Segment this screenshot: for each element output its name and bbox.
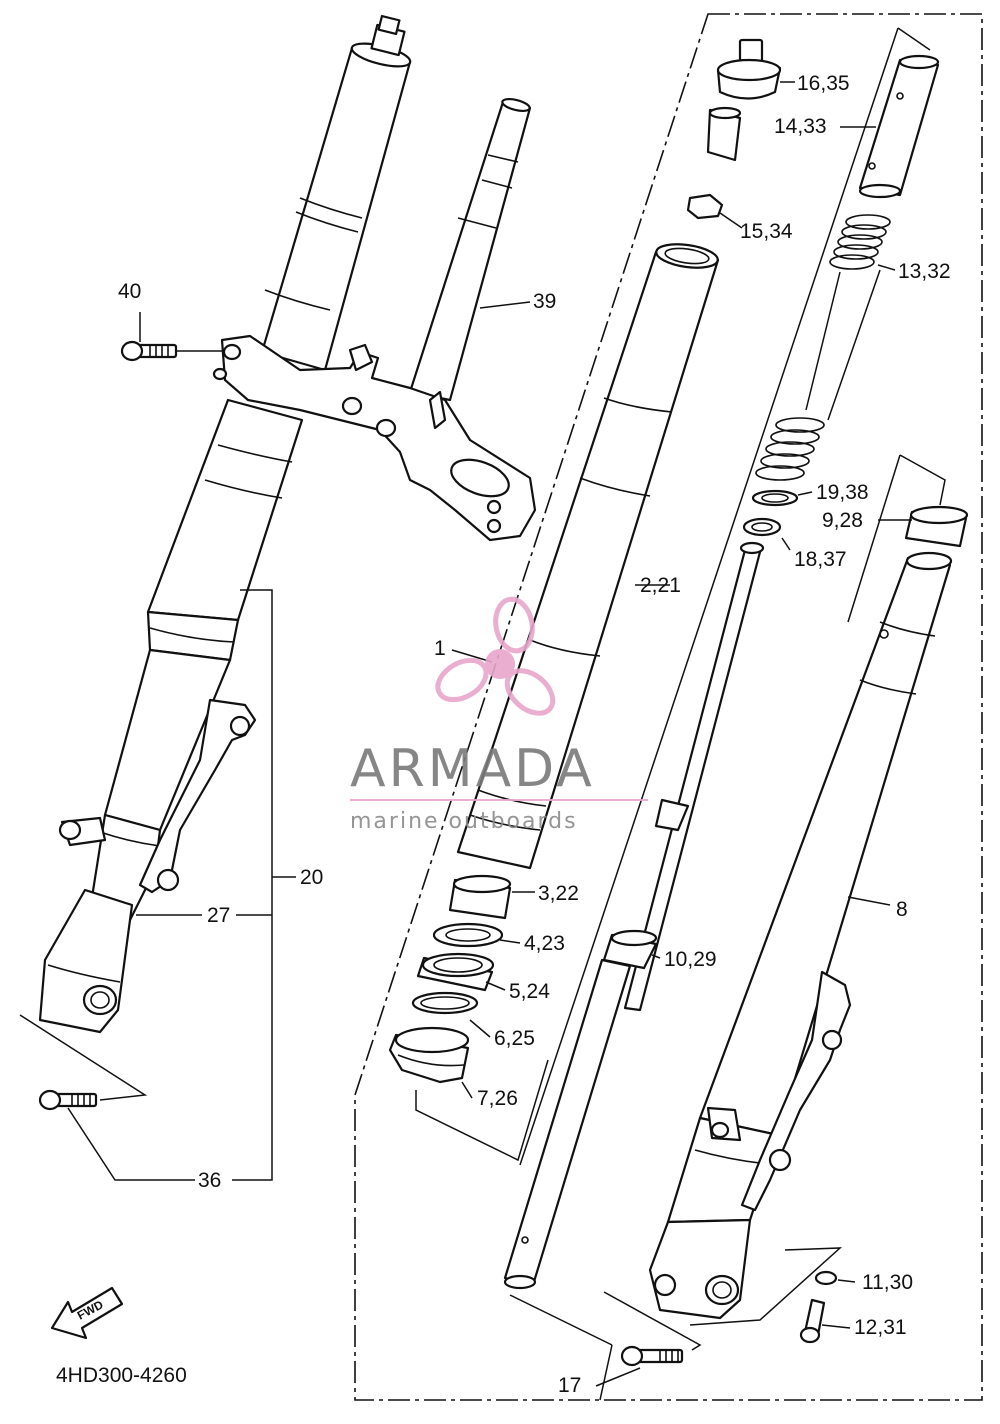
callout-9-28: 9,28	[822, 509, 863, 532]
fwd-arrow-icon: FWD	[50, 1286, 124, 1340]
leader-lines	[19, 27, 946, 1401]
cap-bolt-16-35	[706, 38, 782, 162]
washer-4-23	[432, 922, 504, 948]
oil-seal-5-24	[416, 952, 495, 992]
callout-3-22: 3,22	[538, 882, 579, 905]
washer-19-38	[751, 489, 799, 507]
clip-6-25	[411, 991, 479, 1015]
callout-15-34: 15,34	[740, 220, 793, 243]
callout-40: 40	[118, 280, 141, 303]
callout-labels: 40 39 20 27 36 1 2,21 3,22 4,23 5,24 6,2…	[56, 72, 951, 1397]
callout-7-26: 7,26	[477, 1087, 518, 1110]
callout-13-32: 13,32	[898, 260, 951, 283]
outer-tube-8	[648, 551, 953, 1320]
callout-20: 20	[300, 866, 323, 889]
inner-tube-2-21	[456, 243, 720, 870]
callout-1: 1	[434, 637, 446, 660]
callout-10-29: 10,29	[664, 948, 717, 971]
bolt-36	[38, 1089, 98, 1111]
callout-2-21: 2,21	[640, 574, 681, 597]
callout-5-24: 5,24	[509, 980, 550, 1003]
nut-15-34	[686, 193, 724, 220]
callout-12-31: 12,31	[854, 1316, 907, 1339]
spacer-14-33	[858, 54, 940, 199]
callout-8: 8	[896, 898, 908, 921]
dashed-assembly-frame	[354, 13, 983, 1401]
callout-27: 27	[207, 904, 230, 927]
bush-3-22	[448, 874, 512, 920]
callout-19-38: 19,38	[816, 481, 869, 504]
callout-6-25: 6,25	[494, 1027, 535, 1050]
watermark-brand: ARMADA	[350, 739, 595, 799]
dust-seal-7-26	[388, 1026, 470, 1084]
callout-39: 39	[533, 290, 556, 313]
watermark-tagline: marine outboards	[350, 809, 578, 834]
part-code: 4HD300-4260	[56, 1364, 187, 1387]
ring-18-37	[742, 517, 782, 537]
callout-18-37: 18,37	[794, 548, 847, 571]
assembled-fork-left	[38, 14, 537, 1034]
bolt-17	[620, 1345, 684, 1367]
callout-36: 36	[198, 1169, 221, 1192]
callout-16-35: 16,35	[797, 72, 850, 95]
gasket-11-30	[814, 1270, 838, 1286]
callout-17: 17	[558, 1374, 581, 1397]
propeller-logo-icon	[435, 596, 556, 716]
bush-9-28	[904, 505, 969, 548]
callout-4-23: 4,23	[524, 932, 565, 955]
callout-11-30: 11,30	[862, 1271, 913, 1294]
damper-rod-10-29	[503, 541, 765, 1290]
callout-14-33: 14,33	[774, 115, 827, 138]
spring-13-32	[755, 214, 891, 481]
armada-watermark: ARMADA marine outboards	[350, 596, 648, 834]
drain-bolt-12-31	[799, 1298, 826, 1344]
bolt-40	[120, 340, 178, 362]
